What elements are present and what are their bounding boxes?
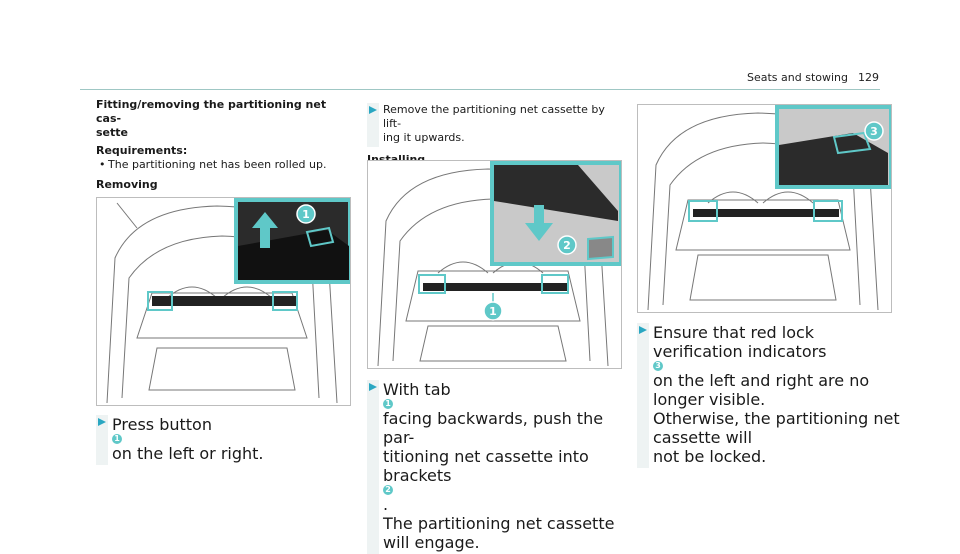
- fig1-callout: 1: [302, 208, 310, 221]
- step-line-2: ing it upwards.: [383, 131, 465, 144]
- step-text-post: on the left or right.: [112, 444, 264, 463]
- heading-line-2: sette: [96, 126, 128, 139]
- step-line-1: Remove the partitioning net cassette by …: [383, 103, 605, 130]
- step-line-4: not be locked.: [653, 447, 767, 466]
- callout-2-badge: 2: [383, 485, 393, 495]
- step-remove-cassette: Remove the partitioning net cassette by …: [367, 103, 622, 147]
- step-arrow-icon: [639, 326, 647, 334]
- column-1: Fitting/removing the partitioning net ca…: [96, 98, 351, 192]
- step-bar: [367, 103, 379, 147]
- step-line-1: Ensure that red lock verification indica…: [653, 323, 827, 361]
- step-bar: [96, 415, 108, 465]
- step-bar: [367, 380, 379, 554]
- callout-1-badge: 1: [383, 399, 393, 409]
- step-arrow-icon: [369, 383, 377, 391]
- cargo-illustration-1: 1: [106, 198, 350, 404]
- step-arrow-icon: [369, 106, 377, 114]
- figure-remove-button: 1: [96, 197, 351, 406]
- cargo-illustration-3: 3: [647, 105, 891, 311]
- removing-label: Removing: [96, 178, 158, 191]
- step-text: Press button 1 on the left or right.: [112, 415, 367, 463]
- step-line-1: With tab 1 facing backwards, push the pa…: [383, 380, 638, 447]
- step-arrow-icon: [98, 418, 106, 426]
- requirement-item: The partitioning net has been rolled up.: [96, 158, 351, 172]
- step-line-3: Otherwise, the partitioning net cassette…: [653, 409, 900, 447]
- step-press-button: Press button 1 on the left or right.: [96, 415, 367, 465]
- fig2-callout-tab: 1: [489, 305, 497, 318]
- fig3-callout: 3: [870, 125, 878, 138]
- callout-3-badge: 3: [653, 361, 663, 371]
- step-text-pre: Press button: [112, 415, 212, 434]
- section-heading: Fitting/removing the partitioning net ca…: [96, 98, 351, 140]
- step-ensure-indicators: Ensure that red lock verification indica…: [637, 323, 908, 468]
- callout-1-badge: 1: [112, 434, 122, 444]
- step-line-2: titioning net cassette into brackets 2.: [383, 447, 638, 514]
- running-header: Seats and stowing 129: [747, 71, 879, 84]
- page-number: 129: [858, 71, 879, 84]
- step-line-1-pre: With tab: [383, 380, 451, 399]
- requirements-label: Requirements:: [96, 144, 188, 157]
- step-push-cassette: With tab 1 facing backwards, push the pa…: [367, 380, 638, 554]
- heading-line-1: Fitting/removing the partitioning net ca…: [96, 98, 327, 125]
- cargo-illustration-2: 1 2: [377, 161, 621, 367]
- fig2-callout-bracket: 2: [563, 239, 571, 252]
- step-line-2-post: .: [383, 495, 389, 514]
- step-bar: [637, 323, 649, 468]
- figure-lock-indicator: 3: [637, 104, 892, 313]
- section-title: Seats and stowing: [746, 71, 848, 84]
- step-line-2-pre: titioning net cassette into brackets: [383, 447, 589, 485]
- header-rule: [80, 89, 880, 90]
- step-line-1-post: facing backwards, push the par-: [383, 409, 604, 447]
- step-line-2: 3 on the left and right are no longer vi…: [653, 361, 908, 409]
- column-2: Remove the partitioning net cassette by …: [367, 103, 622, 167]
- step-line-2-post: on the left and right are no longer visi…: [653, 371, 870, 409]
- step-line-3: The partitioning net cassette will engag…: [383, 514, 615, 552]
- figure-install-cassette: 1 2: [367, 160, 622, 369]
